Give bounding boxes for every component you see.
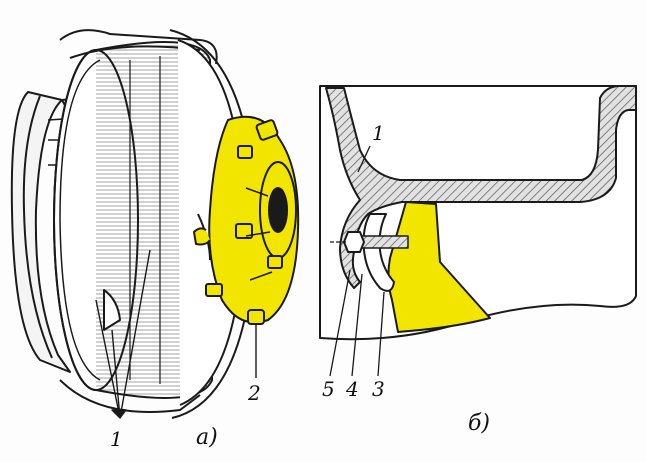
label-hub-a: 2	[247, 381, 261, 405]
hub-assembly	[193, 115, 300, 325]
figure-a	[10, 29, 300, 419]
caption-a: а)	[196, 425, 218, 450]
label-clamp-b: 3	[372, 377, 385, 401]
label-rim-a: 1	[110, 427, 123, 451]
label-leaders-b	[329, 145, 385, 377]
label-1-leaders	[95, 249, 151, 419]
hub-section	[387, 201, 491, 333]
label-nut-b: 4	[345, 377, 359, 401]
caption-b: б)	[468, 411, 490, 436]
label-rim-b: 1	[372, 121, 385, 145]
figure-b	[319, 85, 637, 377]
rim-profile	[325, 85, 637, 289]
label-stud-b: 5	[322, 377, 335, 401]
nut	[343, 231, 365, 253]
